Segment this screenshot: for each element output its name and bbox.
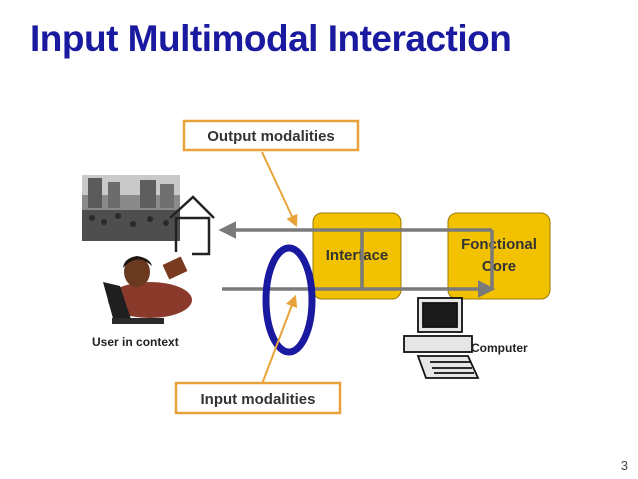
output-pointer-arrow [261, 151, 298, 228]
interface-label: Interface [326, 247, 389, 264]
output-modalities-box: Output modalities [182, 119, 360, 152]
functional-core-label-line2: Core [482, 258, 516, 275]
input-modalities-label: Input modalities [200, 391, 315, 408]
slide-title: Input Multimodal Interaction [30, 18, 512, 59]
house-icon [169, 195, 215, 256]
page-number: 3 [620, 458, 628, 473]
input-modalities-box: Input modalities [174, 381, 342, 415]
input-pointer-arrow [261, 294, 298, 385]
input-highlight-ring [262, 244, 316, 356]
interface-box: Interface [312, 212, 402, 300]
functional-core-label-line1: Fonctional [461, 236, 537, 253]
output-modalities-label: Output modalities [207, 128, 335, 145]
functional-core-box: Fonctional Core [447, 212, 551, 300]
user-with-laptop-image [100, 252, 192, 327]
street-scene-image [82, 175, 180, 241]
computer-caption: Computer [471, 341, 528, 355]
computer-icon [403, 297, 480, 379]
user-caption: User in context [92, 335, 179, 349]
